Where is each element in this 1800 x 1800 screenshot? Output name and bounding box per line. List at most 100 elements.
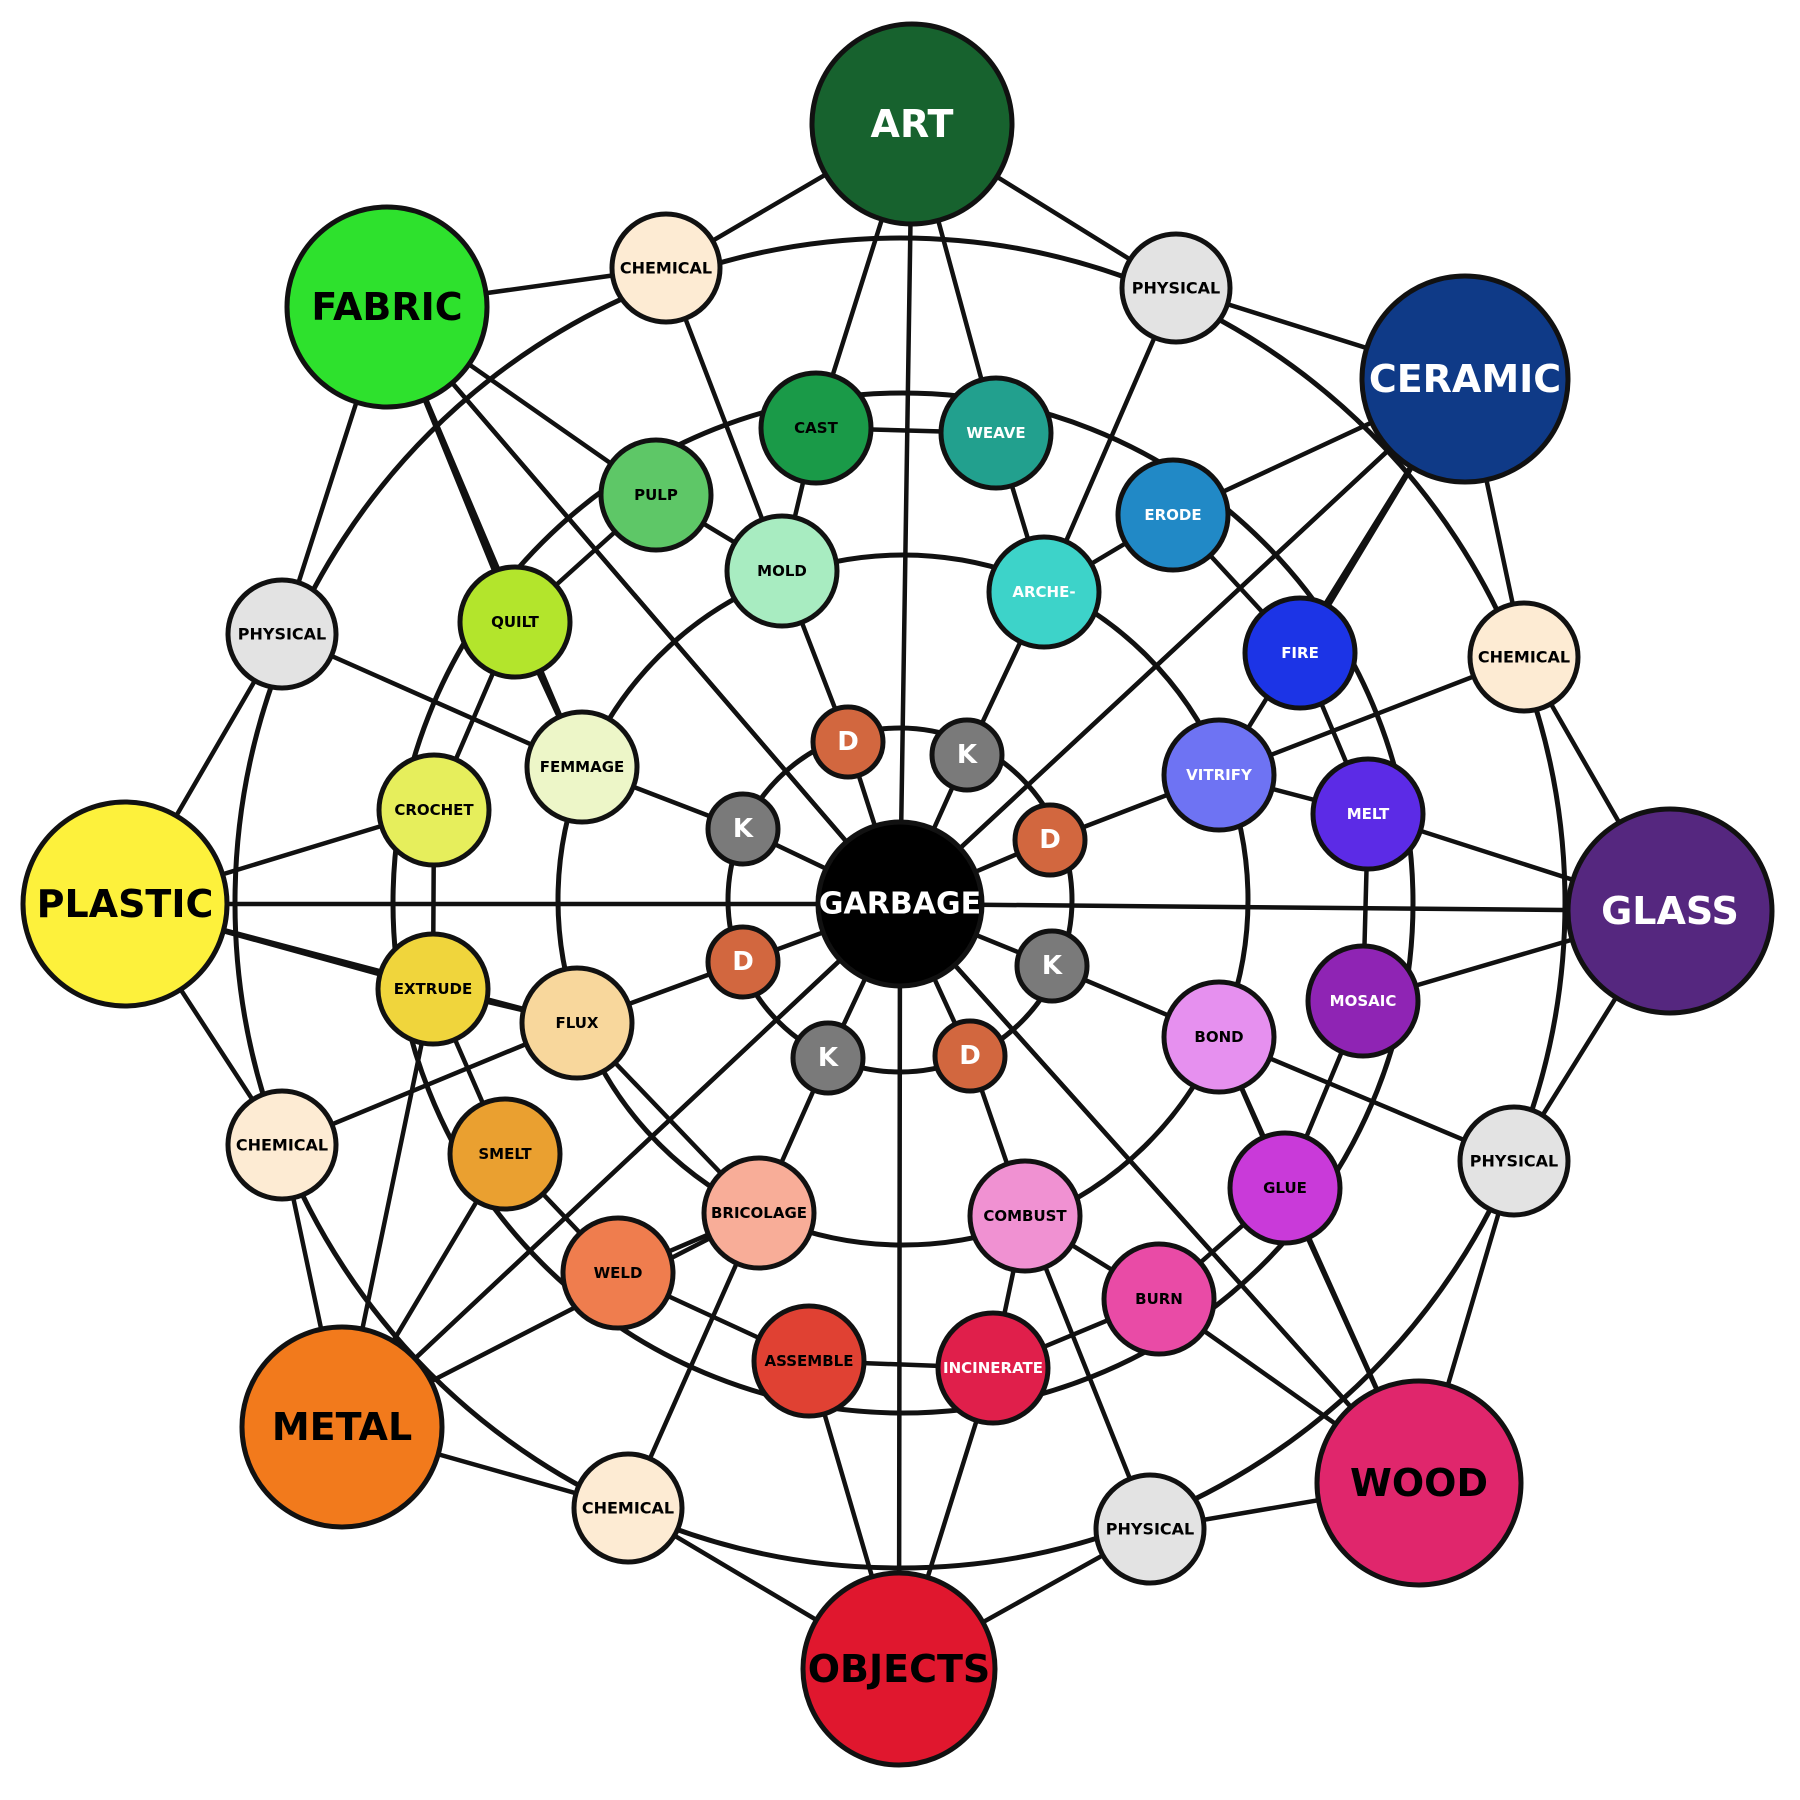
process-node-bond: BOND <box>1161 979 1277 1095</box>
type-circle <box>1457 1104 1571 1218</box>
process-node-cast: CAST <box>758 370 874 486</box>
process-circle <box>447 1096 563 1212</box>
process-circle <box>1161 717 1277 833</box>
type-circle <box>1119 231 1233 345</box>
process-circle <box>457 564 573 680</box>
process-circle <box>758 370 874 486</box>
process-node-mold: MOLD <box>724 513 840 629</box>
process-node-mosaic: MOSAIC <box>1305 943 1421 1059</box>
process-node-arche: ARCHE- <box>986 534 1102 650</box>
type-node-chemical: CHEMICAL <box>571 1451 685 1565</box>
process-node-pulp: PULP <box>598 437 714 553</box>
connection-line <box>897 376 1468 907</box>
process-node-weave: WEAVE <box>938 375 1054 491</box>
material-node-ceramic: CERAMIC <box>1359 273 1571 485</box>
type-circle <box>609 211 723 325</box>
process-circle <box>938 375 1054 491</box>
connection-line <box>897 901 1422 1486</box>
process-node-burn: BURN <box>1101 1241 1217 1357</box>
connection-line <box>339 901 903 1430</box>
inner-node-k: K <box>705 791 781 867</box>
material-node-fabric: FABRIC <box>284 204 490 410</box>
type-node-chemical: CHEMICAL <box>1467 600 1581 714</box>
inner-node-k: K <box>790 1020 866 1096</box>
inner-circle <box>932 1018 1008 1094</box>
process-circle <box>560 1215 676 1331</box>
process-node-smelt: SMELT <box>447 1096 563 1212</box>
material-node-wood: WOOD <box>1314 1378 1524 1588</box>
process-node-combust: COMBUST <box>967 1158 1083 1274</box>
inner-node-k: K <box>929 717 1005 793</box>
process-circle <box>986 534 1102 650</box>
inner-circle <box>1014 928 1090 1004</box>
process-circle <box>1101 1241 1217 1357</box>
process-node-glue: GLUE <box>1227 1130 1343 1246</box>
material-circle <box>800 1570 998 1768</box>
process-circle <box>724 513 840 629</box>
material-circle <box>1359 273 1571 485</box>
process-circle <box>1115 457 1231 573</box>
connection-line <box>384 304 903 907</box>
process-circle <box>751 1303 867 1419</box>
process-circle <box>1242 595 1358 711</box>
inner-node-k: K <box>1014 928 1090 1004</box>
type-node-chemical: CHEMICAL <box>225 1088 339 1202</box>
material-node-plastic: PLASTIC <box>20 799 230 1009</box>
type-node-physical: PHYSICAL <box>1119 231 1233 345</box>
material-circle <box>239 1324 445 1530</box>
connection-line <box>897 121 915 907</box>
process-circle <box>1161 979 1277 1095</box>
inner-circle <box>790 1020 866 1096</box>
process-node-femmage: FEMMAGE <box>524 709 640 825</box>
type-circle <box>571 1451 685 1565</box>
material-node-glass: GLASS <box>1565 806 1775 1016</box>
process-circle <box>1305 943 1421 1059</box>
type-node-chemical: CHEMICAL <box>609 211 723 325</box>
process-node-bricolage: BRICOLAGE <box>701 1155 817 1271</box>
process-node-assemble: ASSEMBLE <box>751 1303 867 1419</box>
process-node-vitrify: VITRIFY <box>1161 717 1277 833</box>
center-node-garbage: GARBAGE <box>815 819 985 989</box>
material-node-metal: METAL <box>239 1324 445 1530</box>
process-circle <box>375 931 491 1047</box>
material-circle <box>1565 806 1775 1016</box>
process-node-flux: FLUX <box>519 965 635 1081</box>
material-node-objects: OBJECTS <box>800 1570 998 1768</box>
ring-3 <box>555 552 1251 1248</box>
process-circle <box>1310 756 1426 872</box>
inner-node-d: D <box>1012 802 1088 878</box>
type-node-physical: PHYSICAL <box>1457 1104 1571 1218</box>
process-circle <box>935 1310 1051 1426</box>
process-circle <box>598 437 714 553</box>
material-circle <box>284 204 490 410</box>
process-circle <box>524 709 640 825</box>
connection-line <box>896 901 903 1672</box>
center-circle <box>815 819 985 989</box>
process-node-incinerate: INCINERATE <box>935 1310 1051 1426</box>
inner-circle <box>705 791 781 867</box>
process-node-quilt: QUILT <box>457 564 573 680</box>
process-circle <box>967 1158 1083 1274</box>
type-node-physical: PHYSICAL <box>225 577 339 691</box>
type-node-physical: PHYSICAL <box>1093 1472 1207 1586</box>
inner-node-d: D <box>932 1018 1008 1094</box>
type-circle <box>1093 1472 1207 1586</box>
inner-circle <box>810 704 886 780</box>
inner-circle <box>1012 802 1088 878</box>
process-circle <box>1227 1130 1343 1246</box>
process-node-erode: ERODE <box>1115 457 1231 573</box>
process-node-weld: WELD <box>560 1215 676 1331</box>
inner-circle <box>705 924 781 1000</box>
type-circle <box>225 1088 339 1202</box>
connection-line <box>897 901 1673 914</box>
process-node-fire: FIRE <box>1242 595 1358 711</box>
process-circle <box>376 752 492 868</box>
material-circle <box>20 799 230 1009</box>
process-circle <box>701 1155 817 1271</box>
process-node-melt: MELT <box>1310 756 1426 872</box>
type-circle <box>225 577 339 691</box>
material-circle <box>809 21 1015 227</box>
inner-circle <box>929 717 1005 793</box>
process-circle <box>519 965 635 1081</box>
